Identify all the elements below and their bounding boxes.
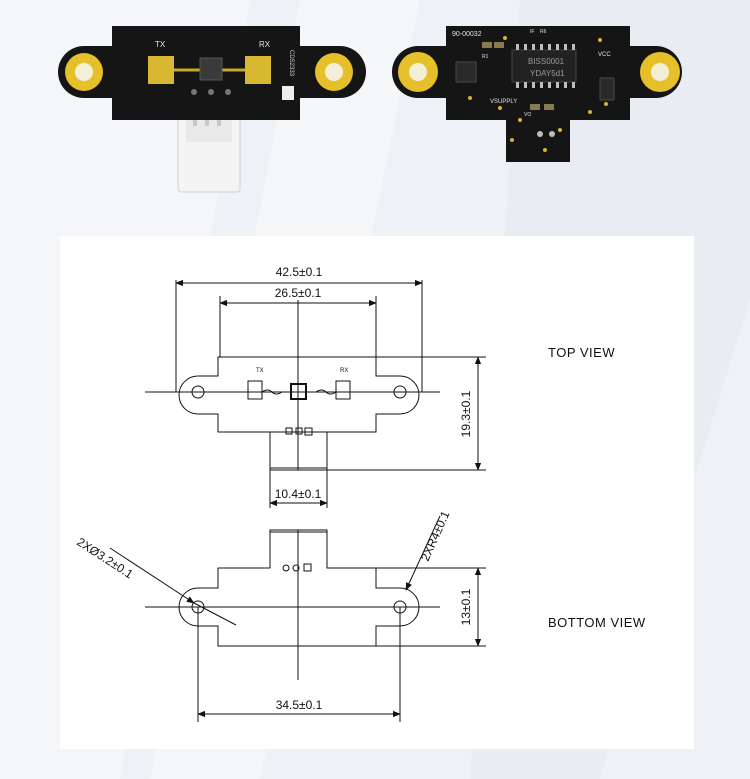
dim-connector-width: 10.4±0.1	[275, 487, 322, 501]
product-photos: TX RX CDS2333 BISS0001 YDAY5d1	[58, 26, 682, 193]
dim-overall-width: 42.5±0.1	[276, 265, 323, 279]
ic-marking-line1: BISS0001	[528, 57, 565, 66]
dim-bottom-height: 13±0.1	[459, 588, 473, 625]
top-view-outline	[178, 356, 420, 471]
top-board-tx-label: TX	[155, 40, 166, 49]
dim-hole-spacing: 34.5±0.1	[276, 698, 323, 712]
technical-drawing-panel: 42.5±0.1 26.5±0.1 19.3±0.1 10.4±0.1 2XØ3…	[60, 236, 694, 749]
bottom-board-label-r1: R1	[482, 54, 489, 60]
drawing-rx-label: RX	[340, 368, 348, 374]
bottom-board-part-number: 90-00032	[452, 31, 482, 38]
top-board-rx-label: RX	[259, 40, 271, 49]
bottom-board-label-vo: VO	[524, 112, 531, 118]
dim-ear-radius: 2XR4±0.1	[418, 509, 453, 564]
bottom-board-label-vcc: VCC	[598, 52, 611, 58]
dim-hole-diameter: 2XØ3.2±0.1	[74, 535, 136, 582]
top-board-side-code: CDS2333	[288, 50, 294, 77]
bottom-view-outline	[178, 529, 420, 647]
bottom-board-label-r6: R6	[540, 29, 547, 35]
drawing-tx-label: TX	[256, 368, 264, 374]
dim-pad-spacing: 26.5±0.1	[275, 286, 322, 300]
bottom-view-label: BOTTOM VIEW	[548, 615, 646, 630]
dim-height: 19.3±0.1	[459, 390, 473, 437]
bottom-board-label-vsupply: VSUPPLY	[490, 99, 517, 105]
top-board-photo: TX RX CDS2333	[58, 26, 366, 193]
dimension-drawing: 42.5±0.1 26.5±0.1 19.3±0.1 10.4±0.1 2XØ3…	[74, 265, 646, 722]
bottom-board-label-if: IF	[530, 29, 534, 35]
top-view-label: TOP VIEW	[548, 345, 615, 360]
ic-marking-line2: YDAY5d1	[530, 69, 565, 78]
bottom-board-photo: BISS0001 YDAY5d1 90-00032 IF R6 VCC R1 V…	[392, 26, 682, 162]
